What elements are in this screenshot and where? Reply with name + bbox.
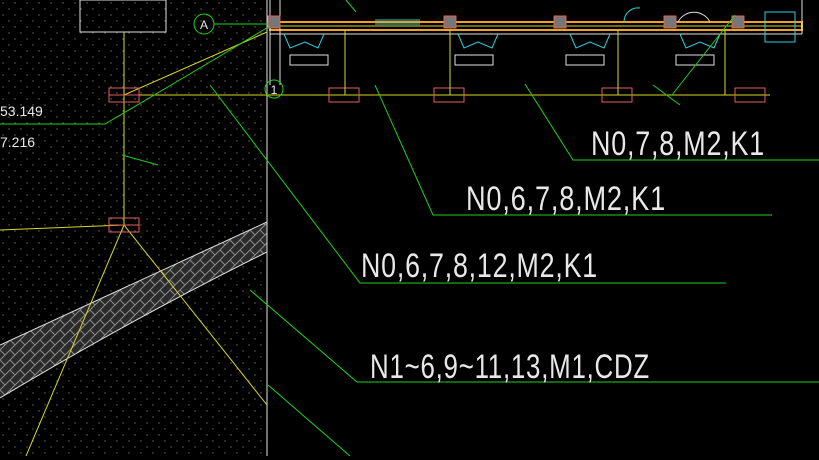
leader-line-2 — [374, 84, 772, 216]
axis-bubble-1[interactable]: 1 — [264, 79, 284, 99]
column-marker — [731, 15, 745, 29]
column-marker — [443, 15, 457, 29]
building-wall — [267, 0, 803, 95]
column-marker — [663, 15, 677, 29]
leader-line-7 — [671, 14, 736, 96]
leader-line-4 — [249, 289, 819, 383]
leader-line-1 — [524, 83, 819, 161]
pile-cap[interactable] — [433, 87, 465, 103]
coord-leader — [0, 64, 206, 125]
leader-line-3 — [209, 84, 726, 284]
axis-bubble-a[interactable]: A — [193, 13, 268, 35]
column-marker — [553, 15, 567, 29]
axis-bubble-a-label: A — [200, 18, 208, 32]
horizontal-line-left — [0, 224, 125, 231]
coord-readout-1: 53.149 — [0, 103, 43, 119]
pile-label-3[interactable]: N0,6,7,8,12,M2,K1 — [361, 247, 598, 285]
pile-cap[interactable] — [734, 87, 766, 103]
coord-readout-2: 7.216 — [0, 134, 35, 150]
column-marker — [267, 15, 281, 29]
pile-label-4[interactable]: N1~6,9~11,13,M1,CDZ — [370, 348, 650, 386]
pile-label-2[interactable]: N0,6,7,8,M2,K1 — [466, 180, 666, 218]
diagonal-line-2 — [123, 224, 268, 406]
pile-cap[interactable] — [328, 87, 360, 103]
structure-box — [79, 0, 167, 33]
diagonal-line-1 — [25, 224, 125, 457]
pile-caps — [108, 87, 766, 233]
axis-bubble-1-label: 1 — [271, 83, 278, 97]
pile-label-1[interactable]: N0,7,8,M2,K1 — [591, 125, 765, 163]
pile-cap[interactable] — [601, 87, 633, 103]
leader-line-5 — [267, 384, 351, 457]
hatched-soil-band — [0, 221, 267, 399]
leader-line-6 — [652, 84, 681, 106]
